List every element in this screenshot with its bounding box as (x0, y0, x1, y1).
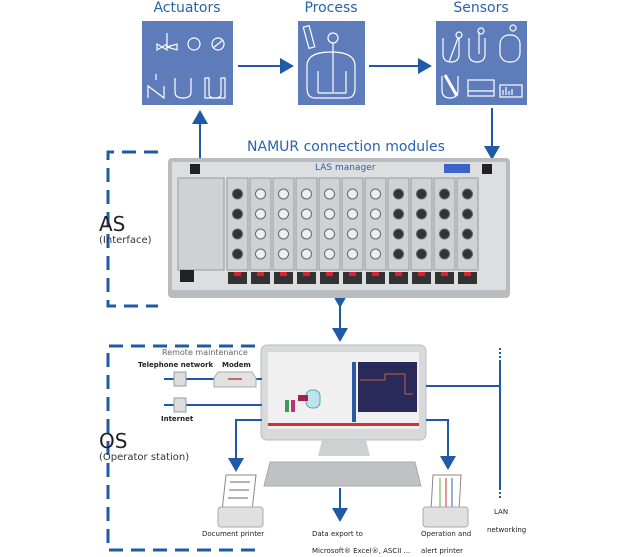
networking-label: networking (487, 526, 527, 534)
data-export-label-2: Microsoft® Excel®, ASCII ... (312, 547, 411, 555)
io-module (433, 177, 456, 271)
os-sublabel: (Operator station) (99, 452, 190, 463)
alert-printer-label-2: alert printer (421, 547, 464, 555)
internet-socket (173, 397, 187, 413)
alert-printer-label-1: Operation and (421, 530, 472, 538)
modem (213, 371, 257, 388)
internet-label: Internet (161, 415, 194, 423)
lan-label: LAN (494, 508, 509, 516)
io-module (318, 177, 341, 271)
as-bracket (106, 150, 158, 308)
io-module (364, 177, 387, 271)
io-module (456, 177, 479, 271)
as-sublabel: (Interface) (99, 235, 152, 246)
data-export-label-1: Data export to (312, 530, 363, 538)
io-module (387, 177, 410, 271)
actuators-title: Actuators (153, 0, 221, 16)
io-module (341, 177, 364, 271)
remote-maintenance-label: Remote maintenance (162, 348, 248, 357)
alert-printer (422, 474, 469, 528)
operator-monitor (260, 344, 427, 487)
actuators-box (142, 21, 233, 105)
io-module (410, 177, 433, 271)
io-module (295, 177, 318, 271)
modem-label: Modem (222, 361, 251, 369)
os-label: OS (99, 429, 128, 453)
namur-title: NAMUR connection modules (247, 139, 445, 155)
document-printer (217, 474, 264, 528)
io-module (249, 177, 272, 271)
namur-rack (168, 158, 510, 298)
io-module (226, 177, 249, 271)
process-box (298, 21, 365, 105)
process-title: Process (304, 0, 358, 16)
document-printer-label: Document printer (202, 530, 265, 538)
las-manager-logo: LAS manager (315, 163, 376, 173)
io-module (272, 177, 295, 271)
as-label: AS (99, 212, 126, 236)
sensors-title: Sensors (453, 0, 509, 16)
cpu-module (177, 177, 225, 271)
telephone-network-label: Telephone network (138, 361, 214, 369)
telephone-socket (173, 371, 187, 387)
sensors-box (436, 21, 527, 105)
os-bracket (106, 344, 255, 552)
